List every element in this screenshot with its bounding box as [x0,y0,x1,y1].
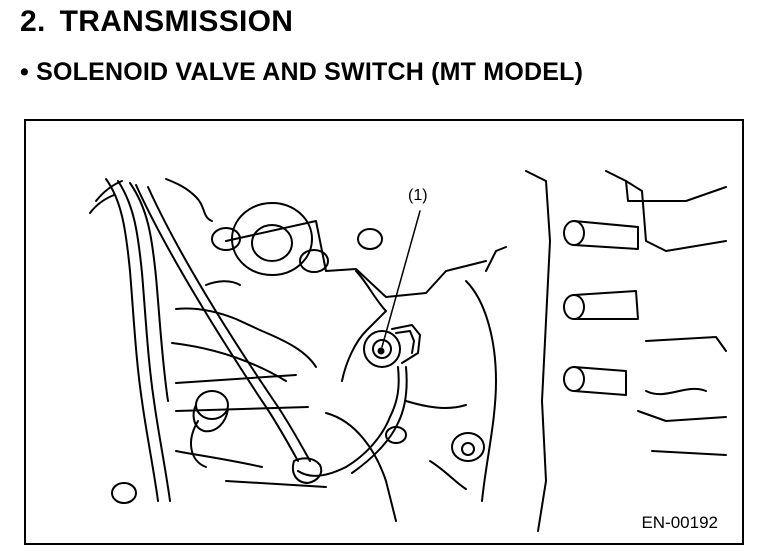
lower-bolts [111,426,485,504]
section-number: 2. [20,5,46,38]
callout-leader [381,210,421,348]
solenoid-valve [297,324,421,477]
figure-frame: (1) EN-00192 [24,119,744,545]
bullet-icon: • [20,58,29,86]
figure-code: EN-00192 [641,513,718,532]
transmission-housing [525,170,727,532]
mounting-boss [205,202,383,286]
subsection-title: SOLENOID VALVE AND SWITCH (MT MODEL) [36,58,584,86]
engine-block [165,178,507,522]
solenoid-valve-illustration [89,170,727,532]
subsection-heading: • SOLENOID VALVE AND SWITCH (MT MODEL) [20,56,583,88]
harness-connector [190,390,323,484]
callout-label-1: (1) [408,187,428,204]
section-heading: 2. TRANSMISSION [20,4,293,40]
section-title: TRANSMISSION [59,5,294,38]
wiring-harness [89,178,311,502]
